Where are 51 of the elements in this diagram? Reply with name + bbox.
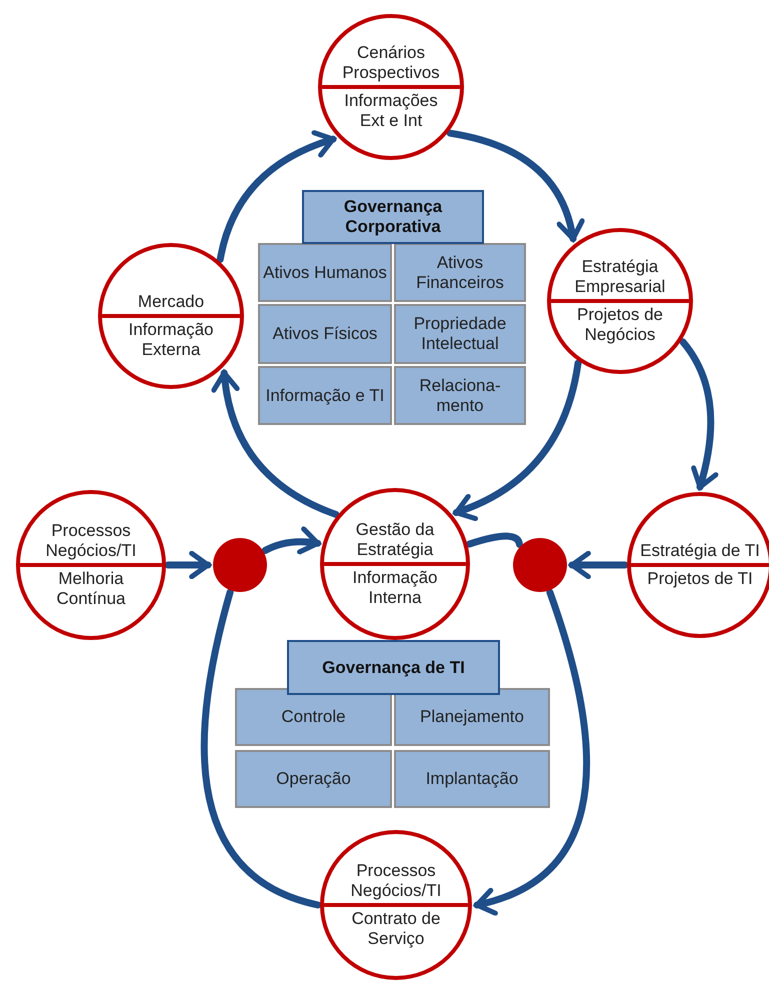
- arrow: [568, 550, 628, 580]
- arrow: [164, 550, 212, 580]
- grid-cell: [394, 243, 526, 302]
- arrow: [446, 130, 584, 242]
- heading: Governança de TI: [322, 658, 465, 678]
- grid-cell: [394, 688, 550, 746]
- node-title: Estratégia de TI: [640, 541, 760, 561]
- node-title: Cenários Prospectivos: [341, 43, 441, 83]
- arrow: [216, 130, 337, 263]
- arrow: [262, 526, 322, 555]
- cell-text: Relaciona- mento: [418, 376, 502, 416]
- grid-cell: [394, 750, 550, 808]
- junction-dot: [213, 538, 267, 592]
- node-title: Gestão da Estratégia: [354, 520, 436, 560]
- grid-cell: [258, 243, 392, 302]
- junction-dot: [513, 538, 567, 592]
- cell-text: Planejamento: [420, 707, 524, 727]
- title-box: [287, 640, 500, 695]
- grid-cell: [258, 366, 392, 425]
- grid-cell: [235, 750, 392, 808]
- node-title: Mercado: [138, 292, 204, 312]
- grid-cell: [394, 304, 526, 364]
- connector-line: [466, 532, 523, 548]
- cell-text: Controle: [281, 707, 346, 727]
- node-title: Processos Negócios/TI: [350, 861, 442, 901]
- cell-text: Implantação: [426, 769, 518, 789]
- node-subtitle: Melhoria Contínua: [56, 569, 126, 609]
- arrow: [679, 338, 718, 490]
- node-subtitle: Projetos de Negócios: [576, 305, 664, 345]
- cell-text: Propriedade Intelectual: [412, 314, 508, 354]
- grid-cell: [258, 304, 392, 364]
- cell-text: Ativos Financeiros: [415, 252, 505, 292]
- heading: Governança Corporativa: [342, 197, 444, 237]
- grid-cell: [394, 366, 526, 425]
- grid-cell: [235, 688, 392, 746]
- node-subtitle: Informação Externa: [127, 320, 215, 360]
- arrow: [452, 360, 582, 520]
- arrow: [474, 588, 590, 914]
- connector-line: [200, 588, 322, 908]
- node-title: Processos Negócios/TI: [44, 521, 138, 561]
- node-subtitle: Informação Interna: [351, 568, 439, 608]
- cell-text: Informação e TI: [266, 386, 384, 406]
- arrow: [212, 370, 340, 518]
- cell-text: Ativos Humanos: [263, 262, 387, 282]
- cell-text: Operação: [276, 769, 351, 789]
- node-subtitle: Informações Ext e Int: [343, 91, 439, 131]
- node-subtitle: Projetos de TI: [647, 569, 753, 589]
- node-subtitle: Contrato de Serviço: [350, 909, 442, 949]
- title-box: [302, 190, 484, 244]
- node-title: Estratégia Empresarial: [574, 257, 666, 297]
- cell-text: Ativos Físicos: [272, 324, 378, 344]
